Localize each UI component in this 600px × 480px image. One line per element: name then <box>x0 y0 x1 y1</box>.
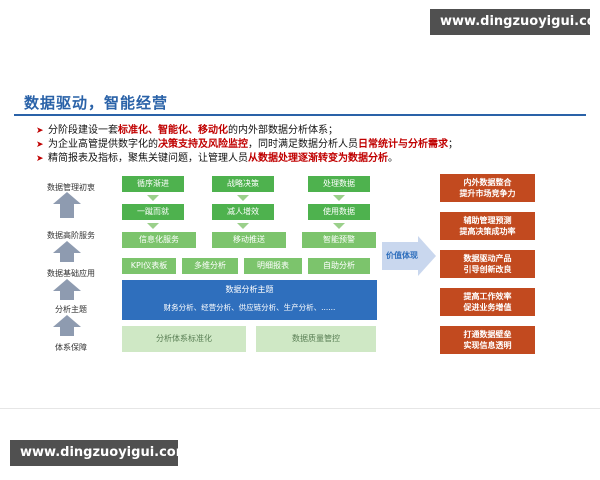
down-arrow-icon <box>237 195 249 201</box>
highlight-text: 标准化、智能化、移动化 <box>118 125 228 136</box>
bullet-arrow-icon: ➤ <box>36 126 44 136</box>
outcome-box: 辅助管理预测提高决策成功率 <box>440 212 535 240</box>
up-arrow-icon <box>53 241 81 253</box>
outcome-line: 辅助管理预测 <box>463 216 512 225</box>
bullet-text-part: 的内外部数据分析体系； <box>228 125 338 136</box>
highlight-text: 决策支持及风险监控 <box>158 139 248 150</box>
outcome-line: 提高决策成功率 <box>459 227 516 236</box>
box-efficiency: 减人增效 <box>212 204 274 220</box>
down-arrow-icon <box>237 223 249 229</box>
outcome-line: 促进业务增值 <box>463 303 512 312</box>
up-arrow-icon <box>53 315 81 327</box>
label-analysis-theme: 分析主题 <box>55 305 87 314</box>
outcome-line: 数据驱动产品 <box>463 254 512 263</box>
box-use-data: 使用数据 <box>308 204 370 220</box>
box-detail-report: 明细报表 <box>244 258 302 274</box>
slide: 数据驱动，智能经营 ➤ 分阶段建设一套标准化、智能化、移动化的内外部数据分析体系；… <box>0 78 600 409</box>
box-strategic: 战略决策 <box>212 176 274 192</box>
slide-title: 数据驱动，智能经营 <box>24 94 169 112</box>
title-divider <box>14 114 586 116</box>
outcome-box: 打通数据壁垒实现信息透明 <box>440 326 535 354</box>
box-process-data: 处理数据 <box>308 176 370 192</box>
label-basic-application: 数据基础应用 <box>47 269 95 278</box>
label-management-intent: 数据管理初衷 <box>47 183 95 192</box>
analysis-theme-band: 数据分析主题 财务分析、经营分析、供应链分析、生产分析、...... <box>122 280 377 320</box>
bullet-text-part: 精简报表及指标，聚焦关键问题，让管理人员 <box>48 153 248 164</box>
down-arrow-icon <box>333 195 345 201</box>
box-mobile-push: 移动推送 <box>212 232 286 248</box>
outcome-box: 提高工作效率促进业务增值 <box>440 288 535 316</box>
box-one-step: 一蹴而就 <box>122 204 184 220</box>
bullet-text-part: 分阶段建设一套 <box>48 125 118 136</box>
outcome-line: 提升市场竞争力 <box>459 189 516 198</box>
bullet-arrow-icon: ➤ <box>36 140 44 150</box>
value-label: 价值体现 <box>386 251 418 260</box>
outcome-line: 引导创新改良 <box>463 265 512 274</box>
box-multi-dim: 多维分析 <box>182 258 238 274</box>
box-info-service: 信息化服务 <box>122 232 196 248</box>
bullet-item: ➤ 为企业高管提供数字化的决策支持及风险监控，同时满足数据分析人员日常统计与分析需… <box>36 138 576 152</box>
analysis-theme-title: 数据分析主题 <box>225 285 274 294</box>
label-system-guarantee: 体系保障 <box>55 343 87 352</box>
value-arrow-tip <box>418 236 436 276</box>
up-arrow-icon <box>60 326 74 336</box>
bullet-arrow-icon: ➤ <box>36 154 44 164</box>
bullet-item: ➤ 分阶段建设一套标准化、智能化、移动化的内外部数据分析体系； <box>36 124 576 138</box>
box-gradual: 循序渐进 <box>122 176 184 192</box>
value-arrow-body <box>382 242 418 270</box>
outcome-line: 内外数据整合 <box>463 178 512 187</box>
bullet-text-part: 为企业高管提供数字化的 <box>48 139 158 150</box>
up-arrow-icon <box>60 290 74 300</box>
down-arrow-icon <box>333 223 345 229</box>
outcome-box: 内外数据整合提升市场竞争力 <box>440 174 535 202</box>
up-arrow-icon <box>60 252 74 262</box>
box-kpi-dashboard: KPI仪表板 <box>122 258 176 274</box>
highlight-text: 从数据处理逐渐转变为数据分析 <box>248 153 388 164</box>
bullet-item: ➤ 精简报表及指标，聚焦关键问题，让管理人员从数据处理逐渐转变为数据分析。 <box>36 152 576 166</box>
highlight-text: 日常统计与分析需求 <box>358 139 448 150</box>
up-arrow-icon <box>53 279 81 291</box>
up-arrow-icon <box>53 192 81 204</box>
box-standardization: 分析体系标准化 <box>122 326 246 352</box>
outcome-box: 数据驱动产品引导创新改良 <box>440 250 535 278</box>
bullet-text-part: ，同时满足数据分析人员 <box>248 139 358 150</box>
bullet-text: 分阶段建设一套标准化、智能化、移动化的内外部数据分析体系； <box>48 125 338 136</box>
down-arrow-icon <box>147 195 159 201</box>
bullet-text-part: ； <box>448 139 458 150</box>
box-self-service: 自助分析 <box>308 258 370 274</box>
outcome-line: 打通数据壁垒 <box>463 330 512 339</box>
value-arrow-icon <box>382 236 436 276</box>
bullet-text: 为企业高管提供数字化的决策支持及风险监控，同时满足数据分析人员日常统计与分析需求… <box>48 139 458 150</box>
up-arrow-icon <box>60 204 74 218</box>
box-quality-control: 数据质量管控 <box>256 326 376 352</box>
outcome-line: 实现信息透明 <box>463 341 512 350</box>
analysis-theme-list: 财务分析、经营分析、供应链分析、生产分析、...... <box>163 303 336 312</box>
watermark-top: www.dingzuoyigui.com <box>430 9 600 35</box>
label-advanced-service: 数据高阶服务 <box>47 231 95 240</box>
outcome-line: 提高工作效率 <box>463 292 512 301</box>
bullet-text: 精简报表及指标，聚焦关键问题，让管理人员从数据处理逐渐转变为数据分析。 <box>48 153 398 164</box>
bullet-list: ➤ 分阶段建设一套标准化、智能化、移动化的内外部数据分析体系； ➤ 为企业高管提供数… <box>36 124 576 166</box>
box-smart-alert: 智能预警 <box>302 232 376 248</box>
watermark-bottom: www.dingzuoyigui.com <box>10 440 189 466</box>
down-arrow-icon <box>147 223 159 229</box>
bullet-text-part: 。 <box>388 153 398 164</box>
